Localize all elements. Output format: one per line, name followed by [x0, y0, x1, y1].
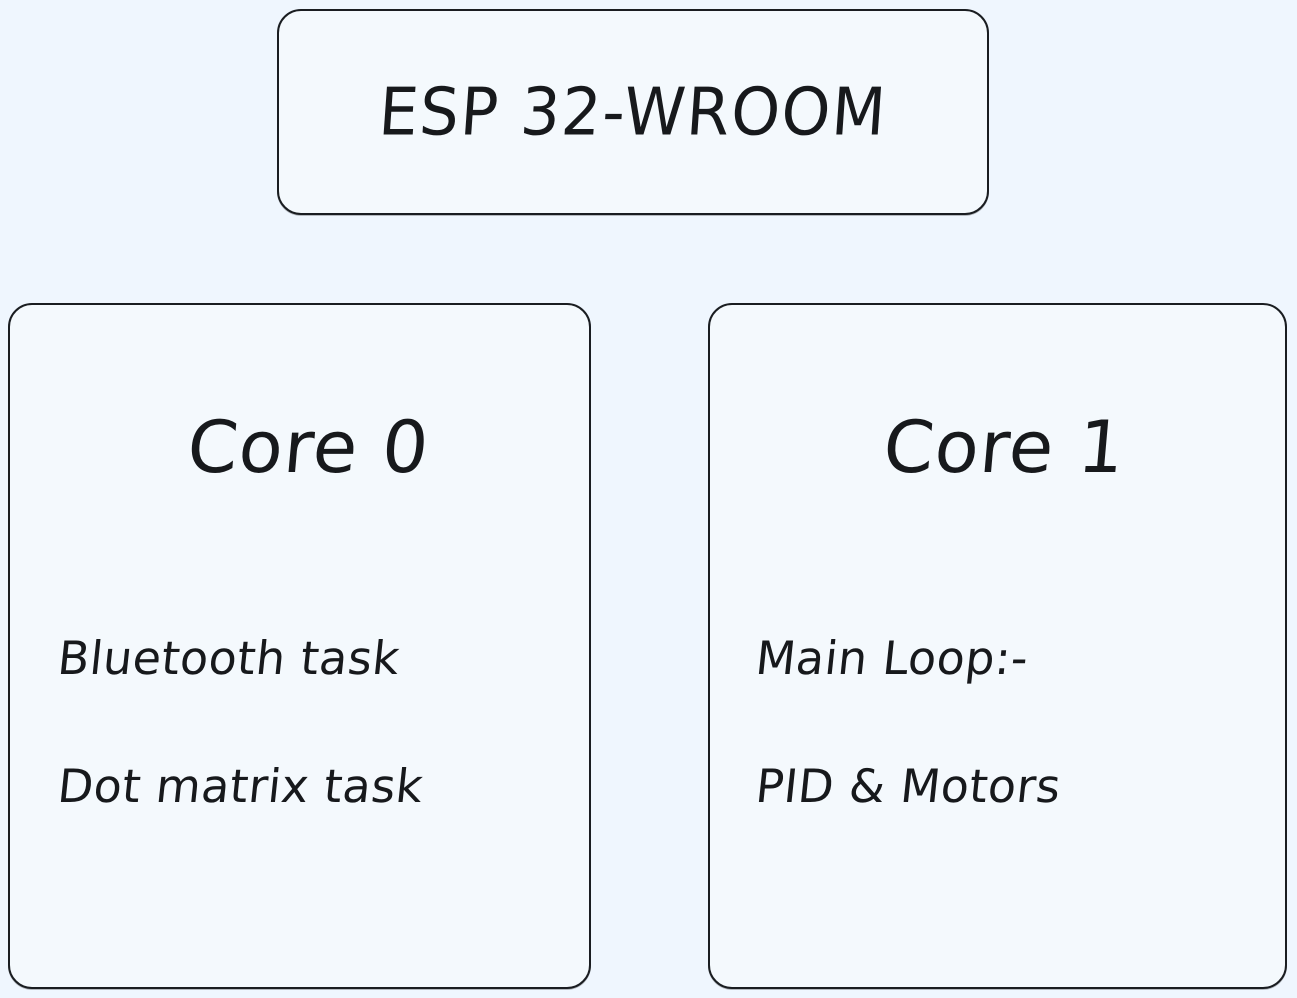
node-core-1-heading: Core 1 [880, 405, 1129, 489]
node-core-1: Core 1 Main Loop:- PID & Motors [708, 303, 1287, 989]
node-core-1-task-item: PID & Motors [753, 759, 1064, 813]
node-core-0-task-list: Bluetooth task Dot matrix task [55, 631, 575, 813]
node-core-0: Core 0 Bluetooth task Dot matrix task [8, 303, 591, 989]
node-core-1-task-list: Main Loop:- PID & Motors [753, 631, 1271, 813]
node-core-0-content: Core 0 Bluetooth task Dot matrix task [10, 305, 589, 987]
node-core-0-task-item: Dot matrix task [55, 759, 426, 813]
node-esp32-wroom-label: ESP 32-WROOM [376, 72, 890, 151]
node-core-0-task-item: Bluetooth task [55, 631, 403, 685]
node-core-0-heading: Core 0 [184, 405, 433, 489]
node-core-1-content: Core 1 Main Loop:- PID & Motors [710, 305, 1285, 987]
node-esp32-wroom: ESP 32-WROOM [277, 9, 989, 215]
node-core-1-task-item: Main Loop:- [753, 631, 1032, 685]
